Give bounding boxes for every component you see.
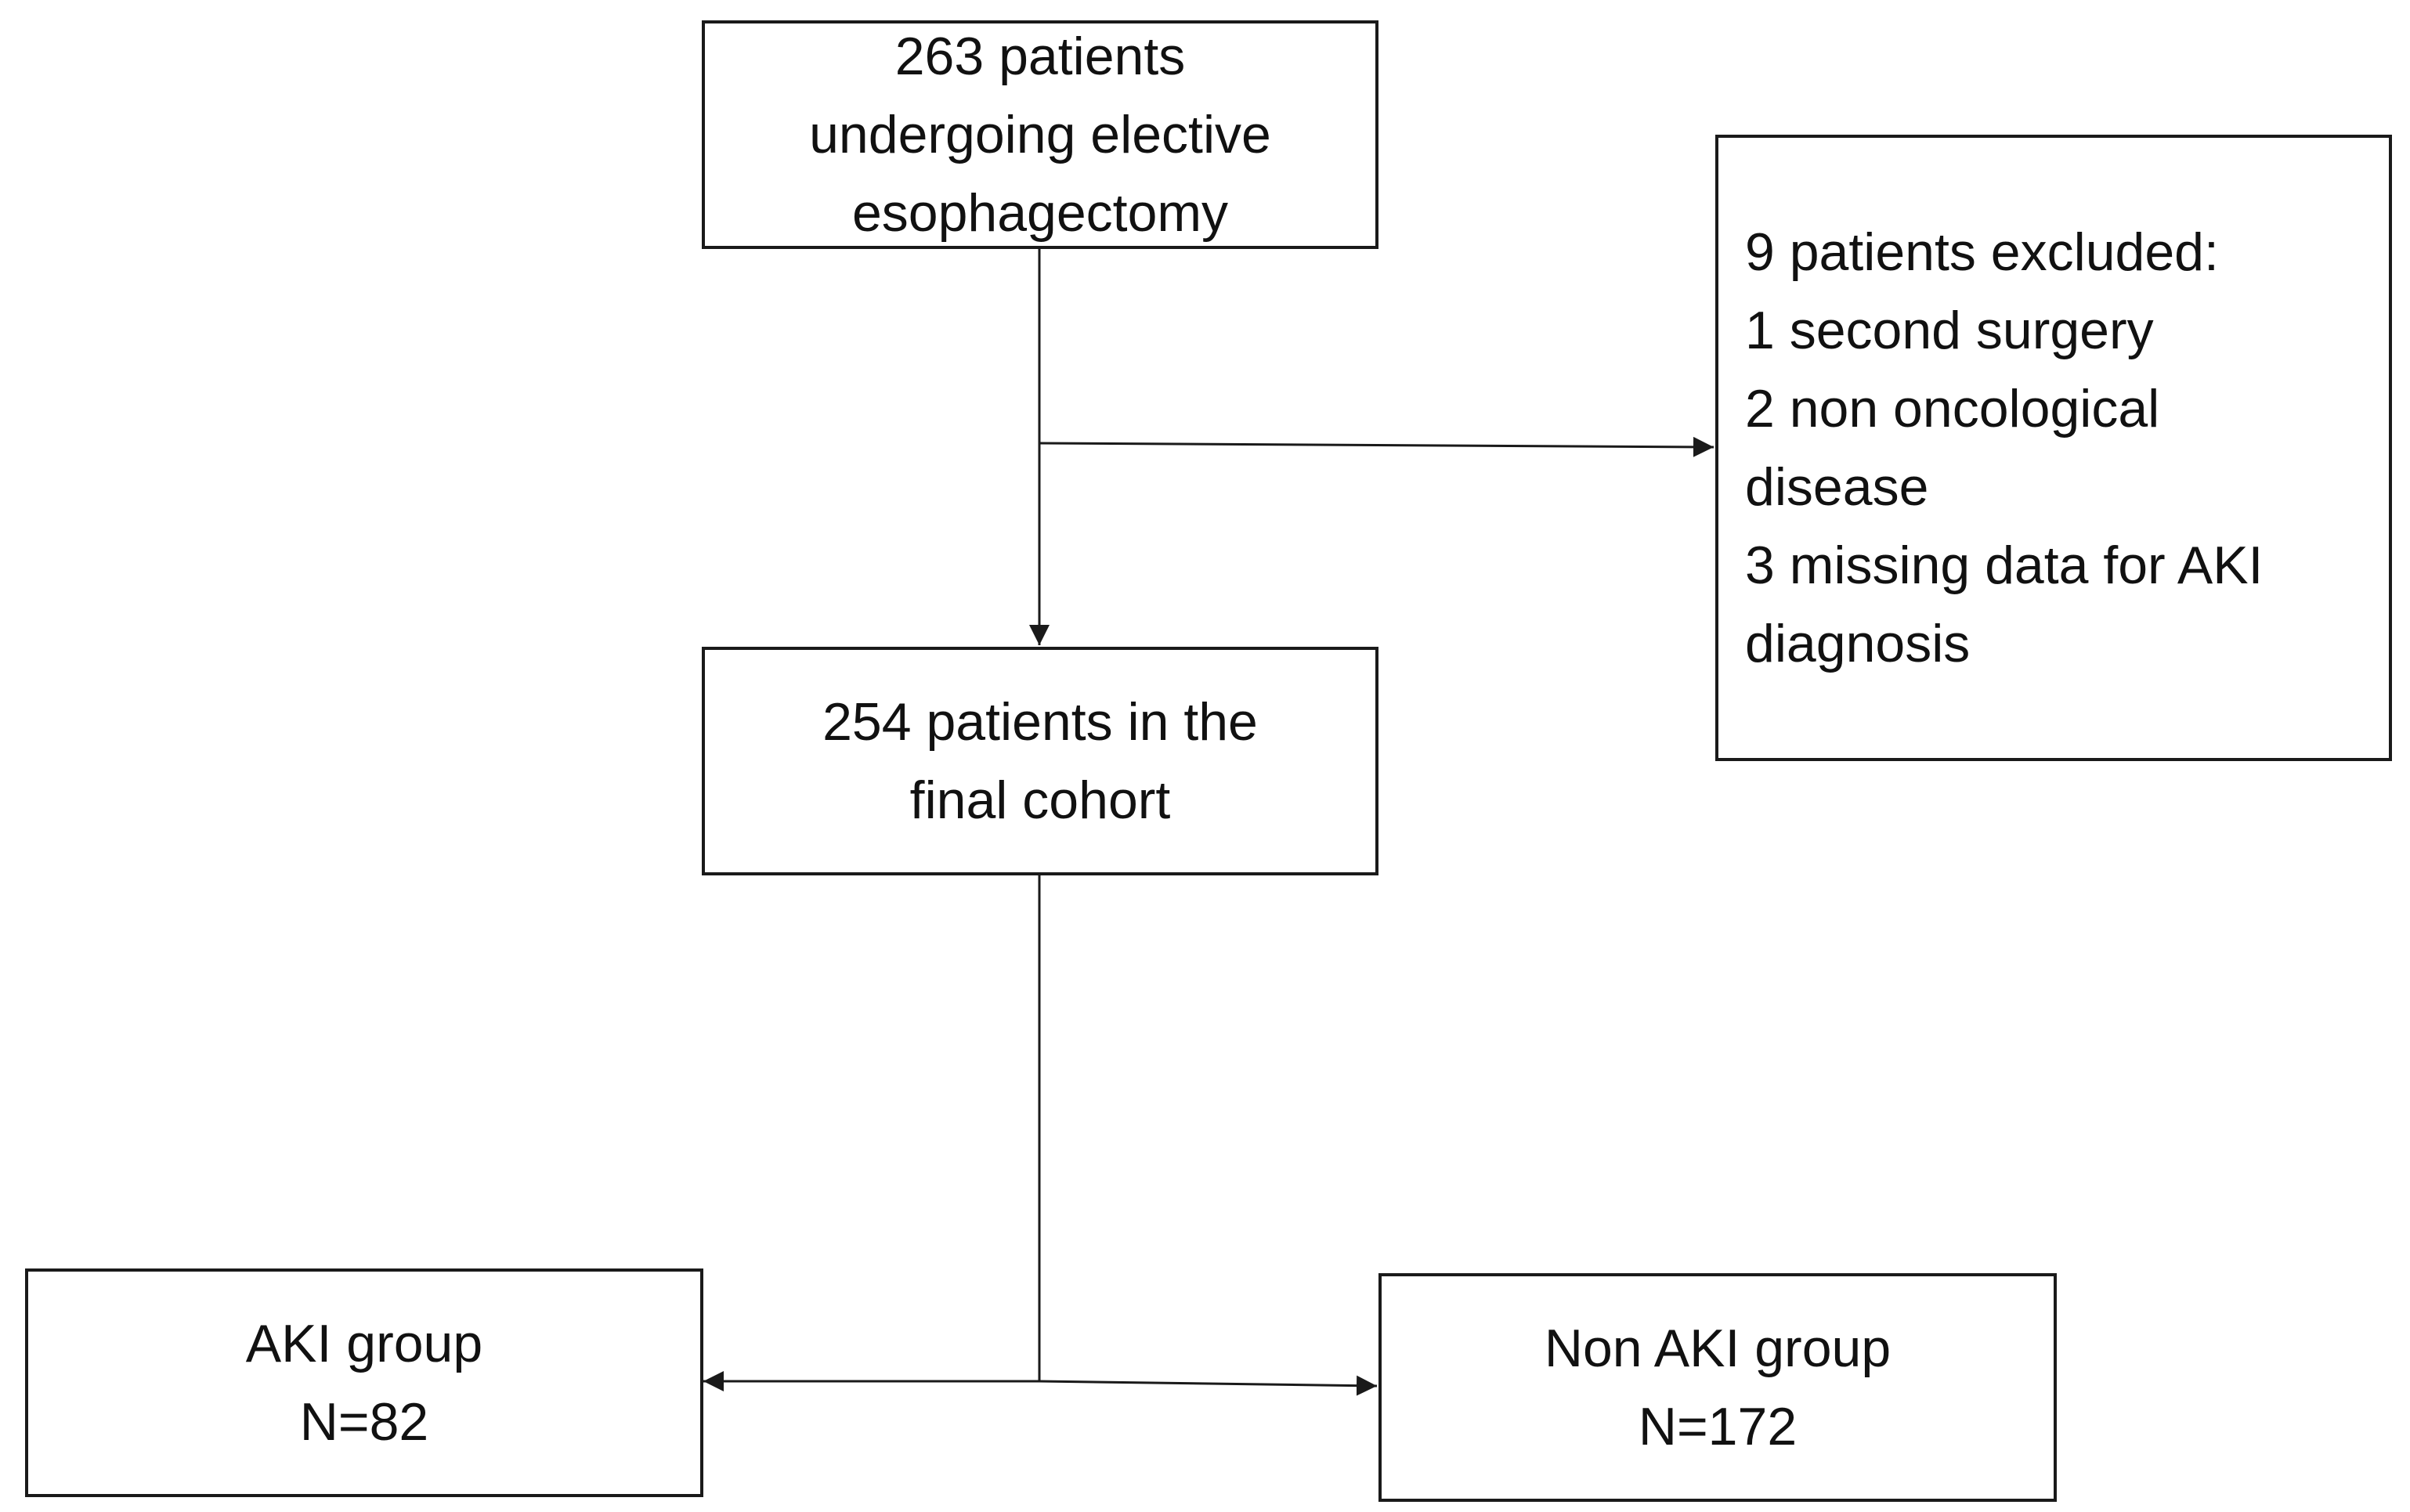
excluded-line: disease <box>1745 457 1929 517</box>
start-population-box: 263 patients undergoing elective esophag… <box>702 20 1378 249</box>
excluded-line: diagnosis <box>1745 614 1971 673</box>
final-cohort-line: final cohort <box>909 770 1171 830</box>
start-population-line: undergoing elective <box>809 105 1271 164</box>
aki-group-count: N=82 <box>299 1392 429 1452</box>
final-cohort-box: 254 patients in the final cohort <box>702 647 1378 875</box>
excluded-line: 1 second surgery <box>1745 301 2154 360</box>
excluded-line: 3 missing data for AKI <box>1745 536 2264 595</box>
excluded-line: 2 non oncological <box>1745 379 2160 438</box>
aki-group-label: AKI group <box>245 1314 483 1373</box>
excluded-patients-box: 9 patients excluded: 1 second surgery 2 … <box>1715 135 2392 761</box>
non-aki-group-label: Non AKI group <box>1544 1319 1892 1378</box>
excluded-line: 9 patients excluded: <box>1745 222 2219 282</box>
aki-group-box: AKI group N=82 <box>25 1268 703 1497</box>
non-aki-group-count: N=172 <box>1638 1397 1798 1456</box>
final-cohort-line: 254 patients in the <box>822 692 1258 752</box>
connector-to-non-aki-group <box>1039 1375 1378 1396</box>
connector-to-excluded <box>1039 436 1714 457</box>
start-population-line: 263 patients <box>894 27 1186 86</box>
start-population-line: esophagectomy <box>851 183 1229 243</box>
non-aki-group-box: Non AKI group N=172 <box>1378 1273 2057 1502</box>
